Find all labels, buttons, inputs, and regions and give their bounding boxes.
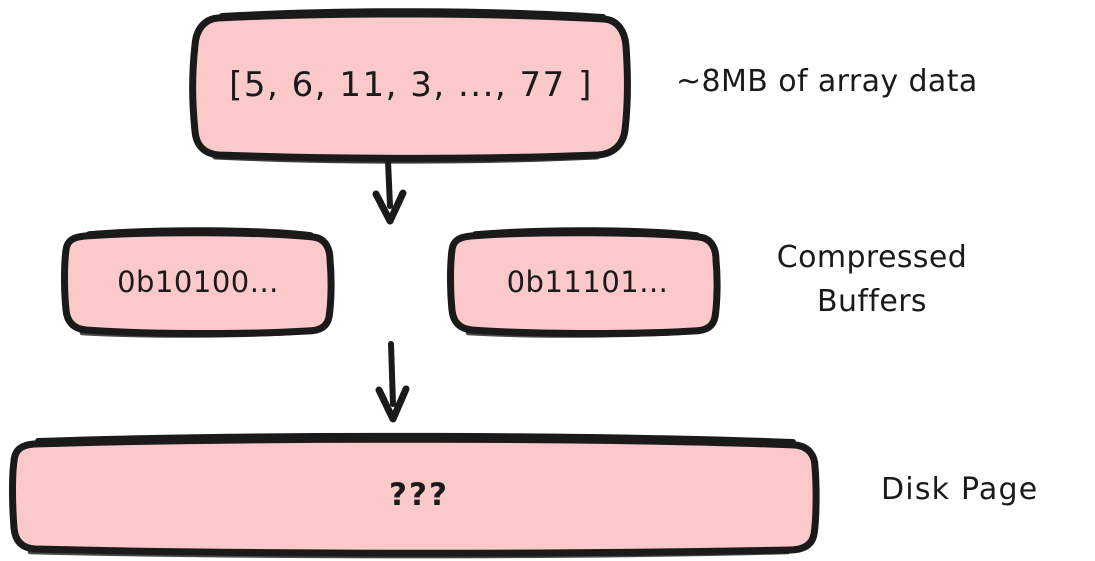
arrow-buffers-to-disk-page — [375, 341, 410, 423]
annotation-disk-page: Disk Page — [881, 472, 1038, 507]
node-disk-page-label: ??? — [389, 477, 449, 513]
annotation-array-size: ~8MB of array data — [676, 64, 978, 99]
node-buffer-a[interactable]: 0b10100... — [66, 233, 330, 330]
node-buffer-b[interactable]: 0b11101... — [452, 233, 715, 330]
node-buffer-a-label: 0b10100... — [117, 264, 279, 299]
node-buffer-b-label: 0b11101... — [506, 264, 669, 299]
annotation-compressed-buffers: Compressed Buffers — [772, 236, 972, 323]
node-array[interactable]: [5, 6, 11, 3, ..., 77 ] — [196, 15, 626, 155]
node-array-label: [5, 6, 11, 3, ..., 77 ] — [229, 65, 593, 105]
arrow-array-to-buffers — [372, 158, 407, 225]
annotation-disk-page-line-1: Disk Page — [881, 472, 1039, 507]
annotation-compressed-buffers-line-1: Compressed — [776, 240, 968, 275]
annotation-array-size-line-1: ~8MB of array data — [676, 64, 978, 99]
annotation-compressed-buffers-line-2: Buffers — [817, 283, 927, 319]
node-disk-page[interactable]: ??? — [14, 440, 815, 550]
